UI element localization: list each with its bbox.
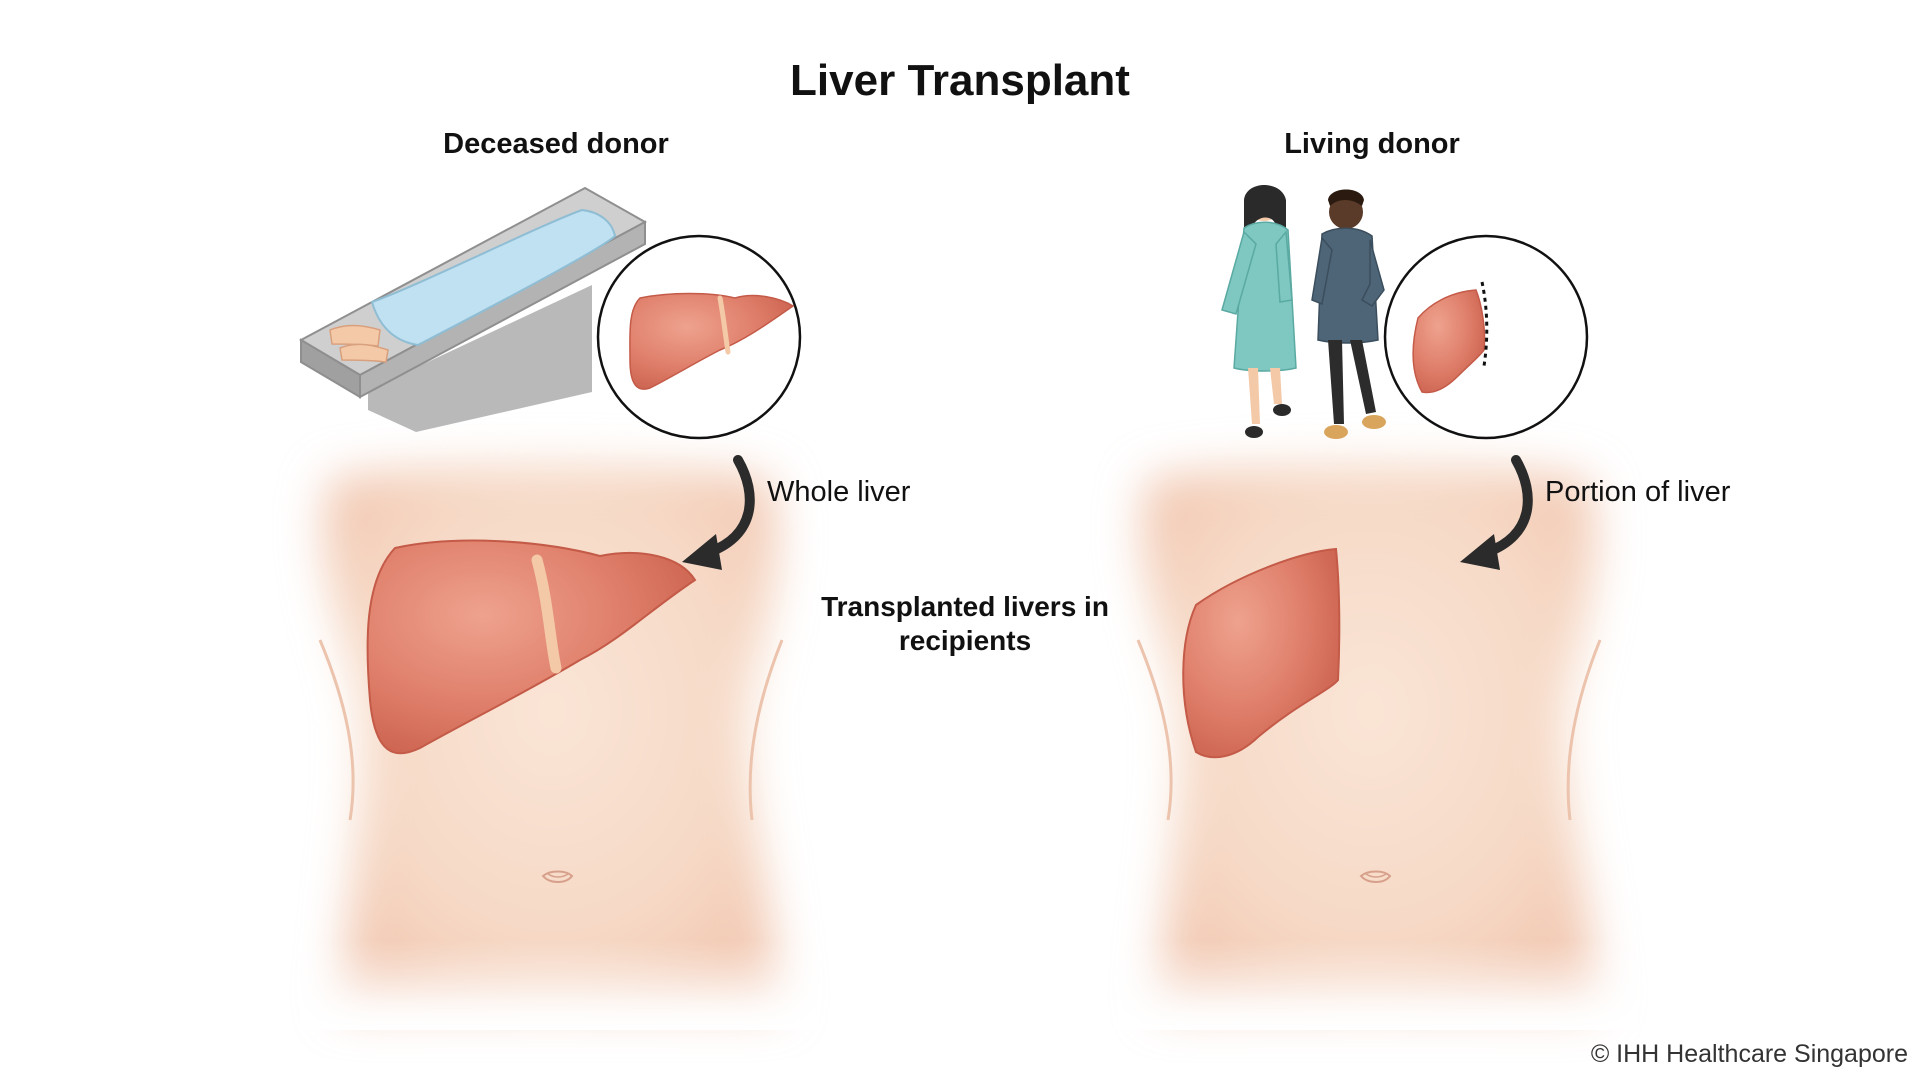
recipients-label: Transplanted livers in recipients — [821, 591, 1109, 656]
navel-icon — [1359, 870, 1392, 883]
arrow-portion-liver — [1460, 455, 1533, 570]
transplanted-partial-liver — [1182, 547, 1341, 759]
navel-icon — [541, 870, 574, 883]
partial-liver-inset — [1383, 234, 1589, 440]
page-title: Liver Transplant — [790, 56, 1130, 105]
whole-liver-label: Whole liver — [767, 476, 911, 508]
living-donors — [1221, 185, 1386, 439]
copyright-notice: © IHH Healthcare Singapore — [1590, 1040, 1908, 1068]
transplanted-whole-liver — [366, 539, 697, 755]
living-donor-heading: Living donor — [1284, 128, 1460, 160]
portion-of-liver-label: Portion of liver — [1545, 476, 1731, 508]
operating-table-with-donor — [298, 186, 648, 432]
arrow-whole-liver — [682, 455, 755, 570]
deceased-donor-heading: Deceased donor — [443, 128, 669, 160]
whole-liver-inset — [596, 234, 802, 440]
